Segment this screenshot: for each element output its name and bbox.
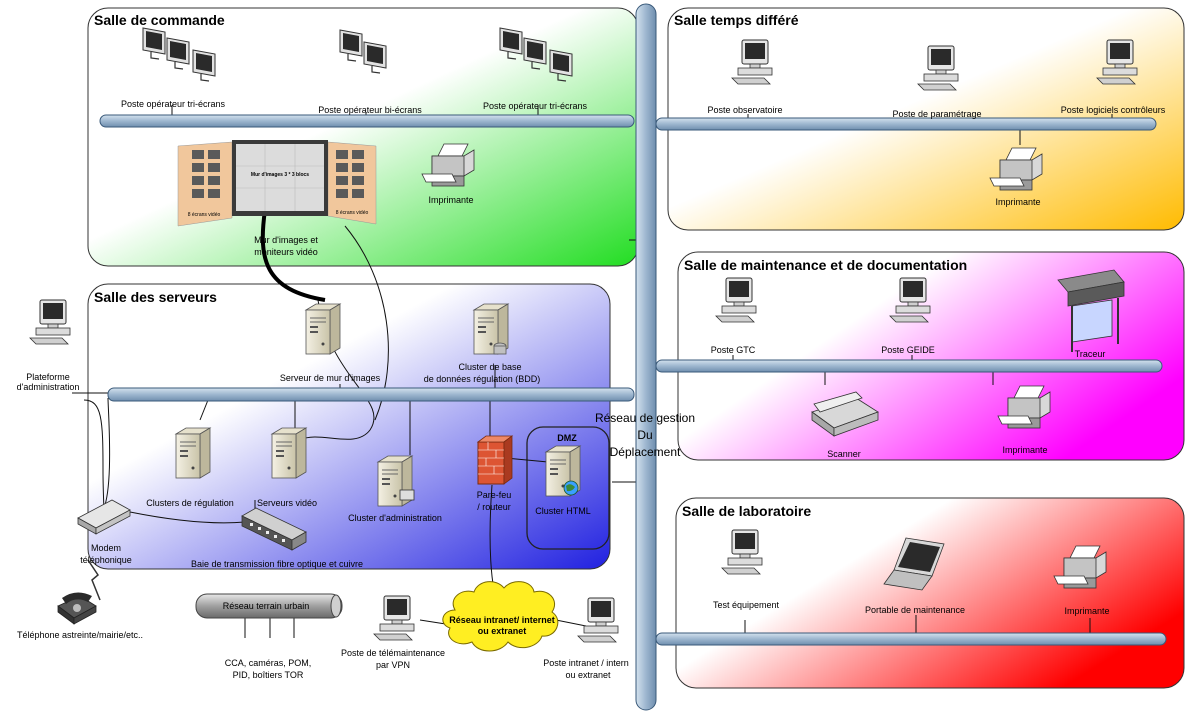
bus-laboratoire bbox=[655, 632, 1167, 646]
label-cluster-bdd-2: de données régulation (BDD) bbox=[423, 374, 541, 384]
modem-icon bbox=[77, 499, 131, 535]
label-cca-1: CCA, caméras, POM, bbox=[224, 658, 312, 668]
label-poste-tri-1: Poste opérateur tri-écrans bbox=[120, 99, 226, 109]
label-poste-gtc: Poste GTC bbox=[710, 345, 756, 355]
label-poste-observatoire: Poste observatoire bbox=[707, 105, 783, 115]
phone-link bbox=[87, 559, 101, 601]
label-imprimante-commande: Imprimante bbox=[428, 195, 474, 205]
label-poste-parametrage: Poste de paramétrage bbox=[892, 109, 982, 119]
label-reseau-gestion-3: Déplacement bbox=[609, 445, 681, 459]
serveurs-video-icon bbox=[271, 427, 307, 479]
label-mur-line1: Mur d'images et bbox=[254, 235, 318, 245]
room-serveurs bbox=[87, 283, 611, 570]
label-plateforme-1: Plateforme bbox=[26, 372, 70, 382]
label-mur-line2: moniteurs vidéo bbox=[254, 247, 318, 257]
label-mur-inner: Mur d'images 3 * 3 blocs bbox=[250, 172, 310, 178]
bus-maintenance bbox=[655, 359, 1163, 373]
label-test-equipement: Test équipement bbox=[712, 600, 780, 610]
room-maintenance bbox=[677, 251, 1185, 461]
portable-maintenance-icon bbox=[883, 537, 945, 591]
video-wall-icon bbox=[177, 140, 377, 227]
label-baie: Baie de transmission fibre optique et cu… bbox=[190, 559, 364, 569]
bus-commande bbox=[99, 114, 635, 128]
serveur-mur-icon bbox=[305, 303, 341, 355]
label-serveur-mur: Serveur de mur d'images bbox=[279, 373, 381, 383]
bus-serveurs bbox=[107, 387, 635, 402]
label-reseau-gestion-1: Réseau de gestion bbox=[594, 411, 696, 425]
room-title-differe: Salle temps différé bbox=[674, 12, 799, 28]
baie-transmission-icon bbox=[241, 507, 307, 551]
bus-differe bbox=[655, 117, 1157, 131]
room-title-maintenance: Salle de maintenance et de documentation bbox=[684, 257, 968, 273]
label-telephone: Téléphone astreinte/mairie/etc.. bbox=[16, 630, 144, 640]
label-teleman-2: par VPN bbox=[375, 660, 411, 670]
plateforme-admin-icon bbox=[29, 299, 71, 345]
label-cluster-html: Cluster HTML bbox=[535, 506, 591, 516]
label-plateforme-2: d'administration bbox=[16, 382, 80, 392]
label-traceur: Traceur bbox=[1074, 349, 1106, 359]
clusters-regulation-icon bbox=[175, 427, 211, 479]
traceur-icon bbox=[1057, 269, 1125, 352]
label-poste-intranet-1: Poste intranet / intern bbox=[543, 658, 629, 668]
label-imprimante-maintenance: Imprimante bbox=[1002, 445, 1048, 455]
cluster-admin-icon bbox=[377, 455, 415, 507]
room-title-laboratoire: Salle de laboratoire bbox=[682, 503, 812, 519]
label-reseau-urbain: Réseau terrain urbain bbox=[222, 601, 310, 611]
firewall-icon bbox=[476, 435, 514, 485]
label-imprimante-differe: Imprimante bbox=[995, 197, 1041, 207]
label-cluster-bdd-1: Cluster de base bbox=[458, 362, 522, 372]
room-laboratoire bbox=[675, 497, 1185, 689]
label-intranet-cloud-1: Réseau intranet/ internet bbox=[449, 615, 555, 625]
label-parefeu-2: / routeur bbox=[477, 502, 511, 512]
telephone-icon bbox=[57, 592, 97, 625]
scanner-icon bbox=[811, 391, 879, 437]
label-serveurs-video: Serveurs vidéo bbox=[256, 498, 318, 508]
label-cluster-admin: Cluster d'administration bbox=[348, 513, 442, 523]
reseau-urbain-pipe bbox=[195, 593, 343, 619]
label-clusters-regulation: Clusters de régulation bbox=[146, 498, 234, 508]
label-parefeu-1: Pare-feu bbox=[476, 490, 512, 500]
label-modem-2: téléphonique bbox=[80, 555, 132, 565]
label-poste-logiciels: Poste logiciels contrôleurs bbox=[1060, 105, 1166, 115]
label-cca-2: PID, boîtiers TOR bbox=[232, 670, 304, 680]
poste-telemaintenance-icon bbox=[373, 595, 415, 641]
label-poste-intranet-2: ou extranet bbox=[565, 670, 611, 680]
cluster-html-icon bbox=[545, 445, 581, 497]
label-poste-bi: Poste opérateur bi-écrans bbox=[318, 105, 422, 115]
intranet-cloud-icon bbox=[442, 581, 559, 652]
label-scanner: Scanner bbox=[827, 449, 861, 459]
label-poste-geide: Poste GEIDE bbox=[881, 345, 935, 355]
label-poste-tri-2: Poste opérateur tri-écrans bbox=[482, 101, 588, 111]
label-reseau-gestion-2: Du bbox=[637, 428, 653, 442]
room-title-commande: Salle de commande bbox=[94, 12, 225, 28]
label-dmz: DMZ bbox=[557, 433, 577, 443]
cluster-bdd-icon bbox=[473, 303, 509, 355]
label-ecrans-droite: 8 écrans vidéo bbox=[335, 210, 369, 216]
label-ecrans-gauche: 8 écrans vidéo bbox=[187, 212, 221, 218]
video-cable bbox=[260, 209, 326, 302]
poste-intranet-icon bbox=[577, 597, 619, 643]
label-imprimante-labo: Imprimante bbox=[1064, 606, 1110, 616]
room-title-serveurs: Salle des serveurs bbox=[94, 289, 217, 305]
label-intranet-cloud-2: ou extranet bbox=[477, 626, 527, 636]
label-modem-1: Modem bbox=[90, 543, 122, 553]
label-teleman-1: Poste de télémaintenance bbox=[340, 648, 446, 658]
label-portable-maintenance: Portable de maintenance bbox=[864, 605, 966, 615]
backbone-pipe bbox=[635, 3, 657, 711]
dmz-box bbox=[526, 426, 610, 550]
